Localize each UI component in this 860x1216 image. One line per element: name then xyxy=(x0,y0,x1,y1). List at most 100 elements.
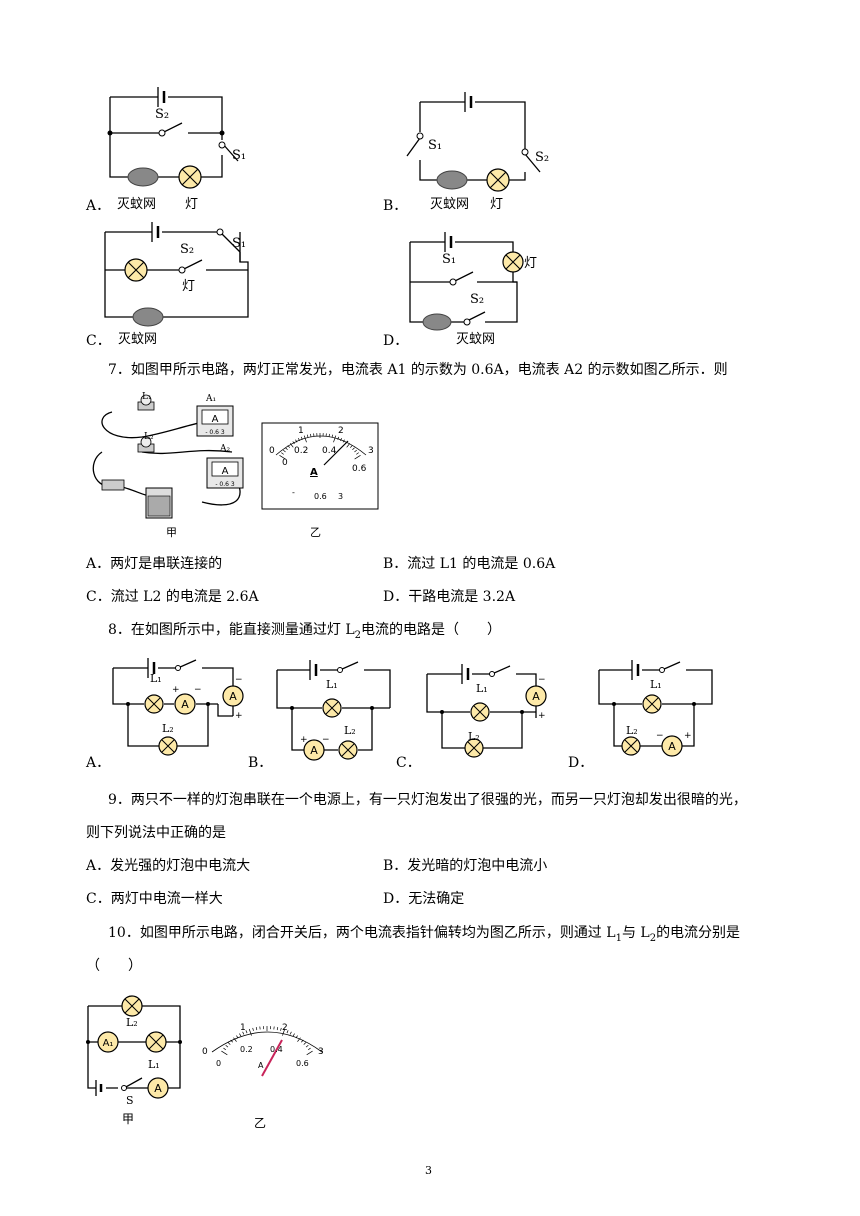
q6-b-s2: S₂ xyxy=(535,150,550,165)
q8-b-l2: L₂ xyxy=(344,724,356,737)
q6-b-s1: S₁ xyxy=(428,138,443,153)
dial-tick xyxy=(281,452,284,455)
dial-tick xyxy=(233,1037,237,1042)
q8-a-plus2: + xyxy=(235,711,243,721)
dial-tick xyxy=(340,438,343,442)
q6-d-s2: S₂ xyxy=(470,292,485,307)
q9-option-a[interactable]: A．发光强的灯泡中电流大 xyxy=(86,858,251,874)
dial-tick xyxy=(283,449,286,453)
q7-dial-big-3: 3 xyxy=(368,446,374,456)
q7-dial-bottom-1: 0.6 xyxy=(314,492,327,501)
q8-d-meter-label: A xyxy=(668,740,676,753)
dial-tick xyxy=(346,443,351,448)
q10-stem-sub2: 2 xyxy=(649,932,657,944)
dial-tick xyxy=(287,445,291,448)
q6-c-s2: S₂ xyxy=(180,242,195,257)
dial-tick xyxy=(276,1027,279,1031)
q10-jia-l1: L₁ xyxy=(148,1058,160,1071)
q8-b-minus: − xyxy=(322,735,330,745)
q7-dial-ticks xyxy=(279,433,361,460)
q8-c-plus: + xyxy=(538,711,546,721)
dial-tick xyxy=(255,1027,258,1031)
q10-jia-meter-label: A xyxy=(154,1082,162,1095)
q7-option-b[interactable]: B．流过 L1 的电流是 0.6A xyxy=(383,556,556,572)
dial-tick xyxy=(328,433,330,437)
q8-a-meter1-label: A xyxy=(181,698,189,711)
q6-d-letter: D． xyxy=(383,333,409,349)
dial-tick xyxy=(245,1030,248,1034)
q7-option-d[interactable]: D．干路电流是 3.2A xyxy=(383,589,516,605)
q7-stem: 7．如图甲所示电路，两灯正常发光，电流表 A1 的示数为 0.6A，电流表 A2… xyxy=(108,362,728,378)
q6-a-letter: A． xyxy=(86,198,111,214)
q8-letter-d[interactable]: D． xyxy=(568,755,594,771)
q9-option-d[interactable]: D．无法确定 xyxy=(383,891,465,907)
q6-a-s1: S₁ xyxy=(232,148,247,163)
q8-a-minus1: − xyxy=(194,685,202,695)
q8-d-l2: L₂ xyxy=(626,724,638,737)
q8-stem-pre: 8．在如图所示中，能直接测量通过灯 L xyxy=(108,622,355,638)
dial-tick xyxy=(331,434,334,438)
q6-c-net: 灭蚊网 xyxy=(118,332,158,347)
q6-a-lamp: 灯 xyxy=(185,197,199,212)
q10-dial-ticks xyxy=(221,1026,313,1056)
dial-tick xyxy=(306,434,309,438)
dial-tick xyxy=(295,439,298,443)
q6-c-lamp: 灯 xyxy=(182,279,196,294)
q7-option-c[interactable]: C．流过 L2 的电流是 2.6A xyxy=(86,589,259,605)
q8-a-minus2: − xyxy=(235,675,243,685)
dial-tick xyxy=(242,1031,245,1035)
dial-tick xyxy=(297,1037,301,1042)
q7-dial-small-3: 0.6 xyxy=(352,464,367,474)
dial-tick xyxy=(280,1027,282,1031)
dial-tick xyxy=(303,435,307,443)
q8-d-minus: − xyxy=(656,731,664,741)
q10-fig-jia: 甲 xyxy=(122,1112,135,1126)
q7-figure-yi: 0 1 2 3 0 0.2 0.4 0.6 A - 0.6 3 xyxy=(261,422,379,510)
q6-a-s2: S₂ xyxy=(155,107,170,122)
q10-figure-jia: A₁ A xyxy=(86,995,182,1099)
q8-a-l1: L₁ xyxy=(150,672,162,685)
q7-label-l1: L₁ xyxy=(142,392,152,402)
dial-tick xyxy=(223,1047,227,1051)
q8-letter-c[interactable]: C． xyxy=(396,755,421,771)
q9-option-b[interactable]: B．发光暗的灯泡中电流小 xyxy=(383,858,548,874)
q10-dial-small-1: 0.2 xyxy=(240,1045,253,1054)
q8-circuit-c: A − + xyxy=(426,664,547,758)
q10-jia-l2: L₂ xyxy=(126,1016,138,1029)
q7-fig-yi: 乙 xyxy=(310,526,321,539)
dial-tick xyxy=(236,1035,239,1039)
q7-dial-needle xyxy=(323,440,349,466)
q9-option-c[interactable]: C．两灯中电流一样大 xyxy=(86,891,223,907)
q7-label-l2: L₂ xyxy=(144,432,154,442)
q10-dial-small-2: 0.4 xyxy=(270,1045,283,1054)
q7-a1-dial-label: A xyxy=(212,414,219,425)
q6-b-lamp: 灯 xyxy=(490,197,504,212)
q8-letter-b[interactable]: B． xyxy=(248,755,273,771)
q8-b-meter-label: A xyxy=(310,744,318,757)
q8-letter-a[interactable]: A． xyxy=(86,755,111,771)
dial-tick xyxy=(221,1050,228,1056)
dial-tick xyxy=(295,1035,298,1039)
dial-tick xyxy=(349,445,353,448)
q7-figure-jia: A - 0.6 3 A - 0.6 3 xyxy=(92,394,244,519)
q10-fig-yi: 乙 xyxy=(254,1116,267,1130)
dial-tick xyxy=(305,1044,309,1048)
dial-tick xyxy=(289,1031,292,1035)
q7-option-a[interactable]: A．两灯是串联连接的 xyxy=(86,556,223,572)
q7-a1-terminals: - 0.6 3 xyxy=(205,429,225,436)
dial-tick xyxy=(285,447,288,451)
dial-tick xyxy=(337,436,340,440)
q8-a-l2: L₂ xyxy=(162,722,174,735)
dial-tick xyxy=(306,1050,313,1056)
q10-dial-unit: A xyxy=(258,1061,264,1070)
dial-tick xyxy=(354,454,361,460)
q8-b-plus: + xyxy=(300,735,308,745)
dial-tick xyxy=(292,441,295,445)
q9-stem-line2: 则下列说法中正确的是 xyxy=(86,825,226,841)
q10-figure-yi: 0 1 2 3 0 0.2 0.4 0.6 A xyxy=(202,1023,324,1077)
dial-tick xyxy=(282,1028,286,1036)
dial-tick xyxy=(356,452,359,455)
q8-c-l1: L₁ xyxy=(476,682,488,695)
q6-d-net: 灭蚊网 xyxy=(456,332,496,347)
q8-circuit-b: A + − xyxy=(276,660,391,761)
